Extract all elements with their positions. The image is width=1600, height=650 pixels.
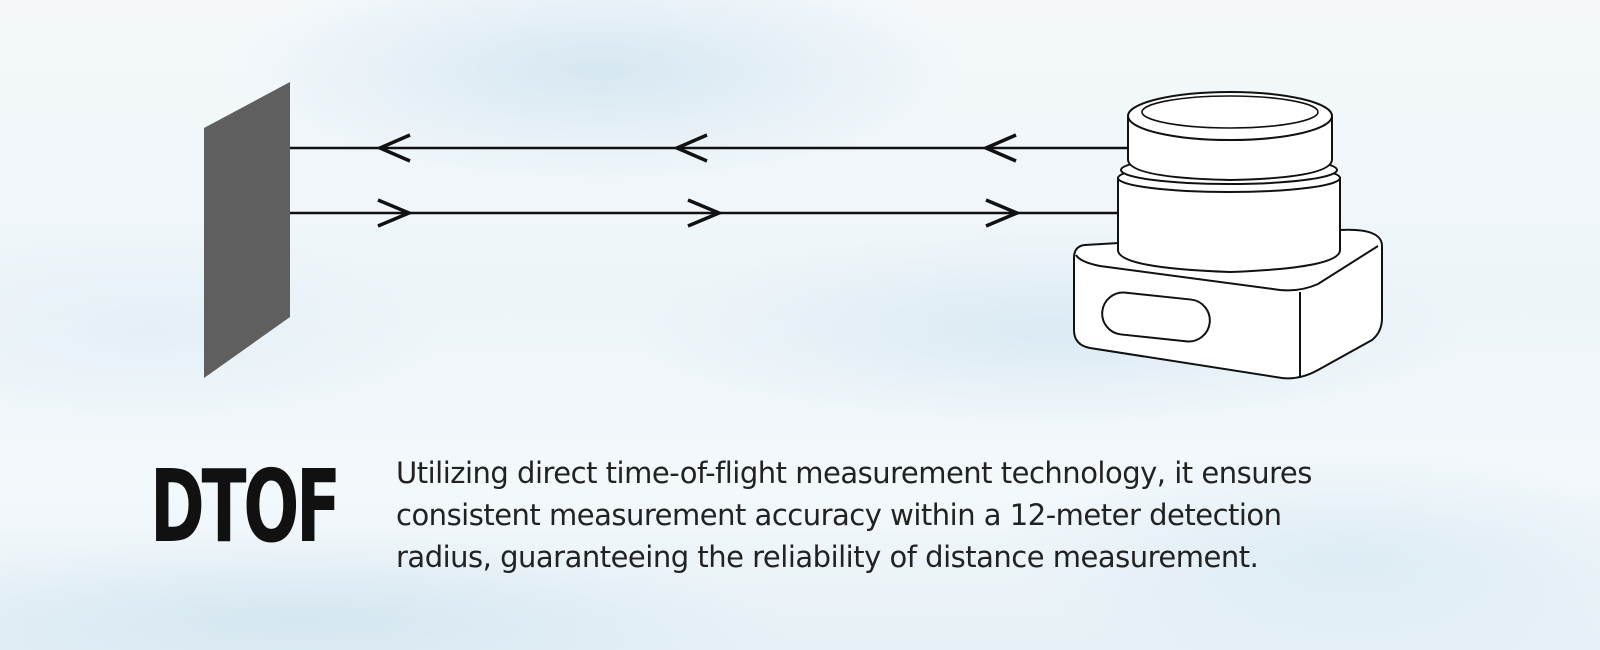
emit-arrow-3 xyxy=(985,198,1022,228)
return-arrow-3 xyxy=(981,133,1017,163)
sensor-body xyxy=(1117,177,1341,274)
sensor-base-edge xyxy=(1075,245,1379,292)
return-arrow-1 xyxy=(375,133,411,163)
description-line-1: Utilizing direct time-of-flight measurem… xyxy=(396,456,1312,490)
description-line-3: radius, guaranteeing the reliability of … xyxy=(396,540,1259,574)
sensor-window xyxy=(1101,291,1211,343)
heading-dtof: DTOF xyxy=(150,448,341,565)
target-surface xyxy=(204,82,290,378)
emit-arrow-2 xyxy=(687,198,724,228)
lidar-sensor-icon xyxy=(1073,91,1383,380)
return-arrow-2 xyxy=(672,133,708,163)
emit-arrow-1 xyxy=(377,198,414,228)
description-line-2: consistent measurement accuracy within a… xyxy=(396,498,1282,532)
description: Utilizing direct time-of-flight measurem… xyxy=(396,452,1486,578)
sensor-cap-top xyxy=(1127,91,1333,141)
sensor-cap-rim xyxy=(1141,95,1319,129)
sensor-base xyxy=(1073,228,1383,380)
